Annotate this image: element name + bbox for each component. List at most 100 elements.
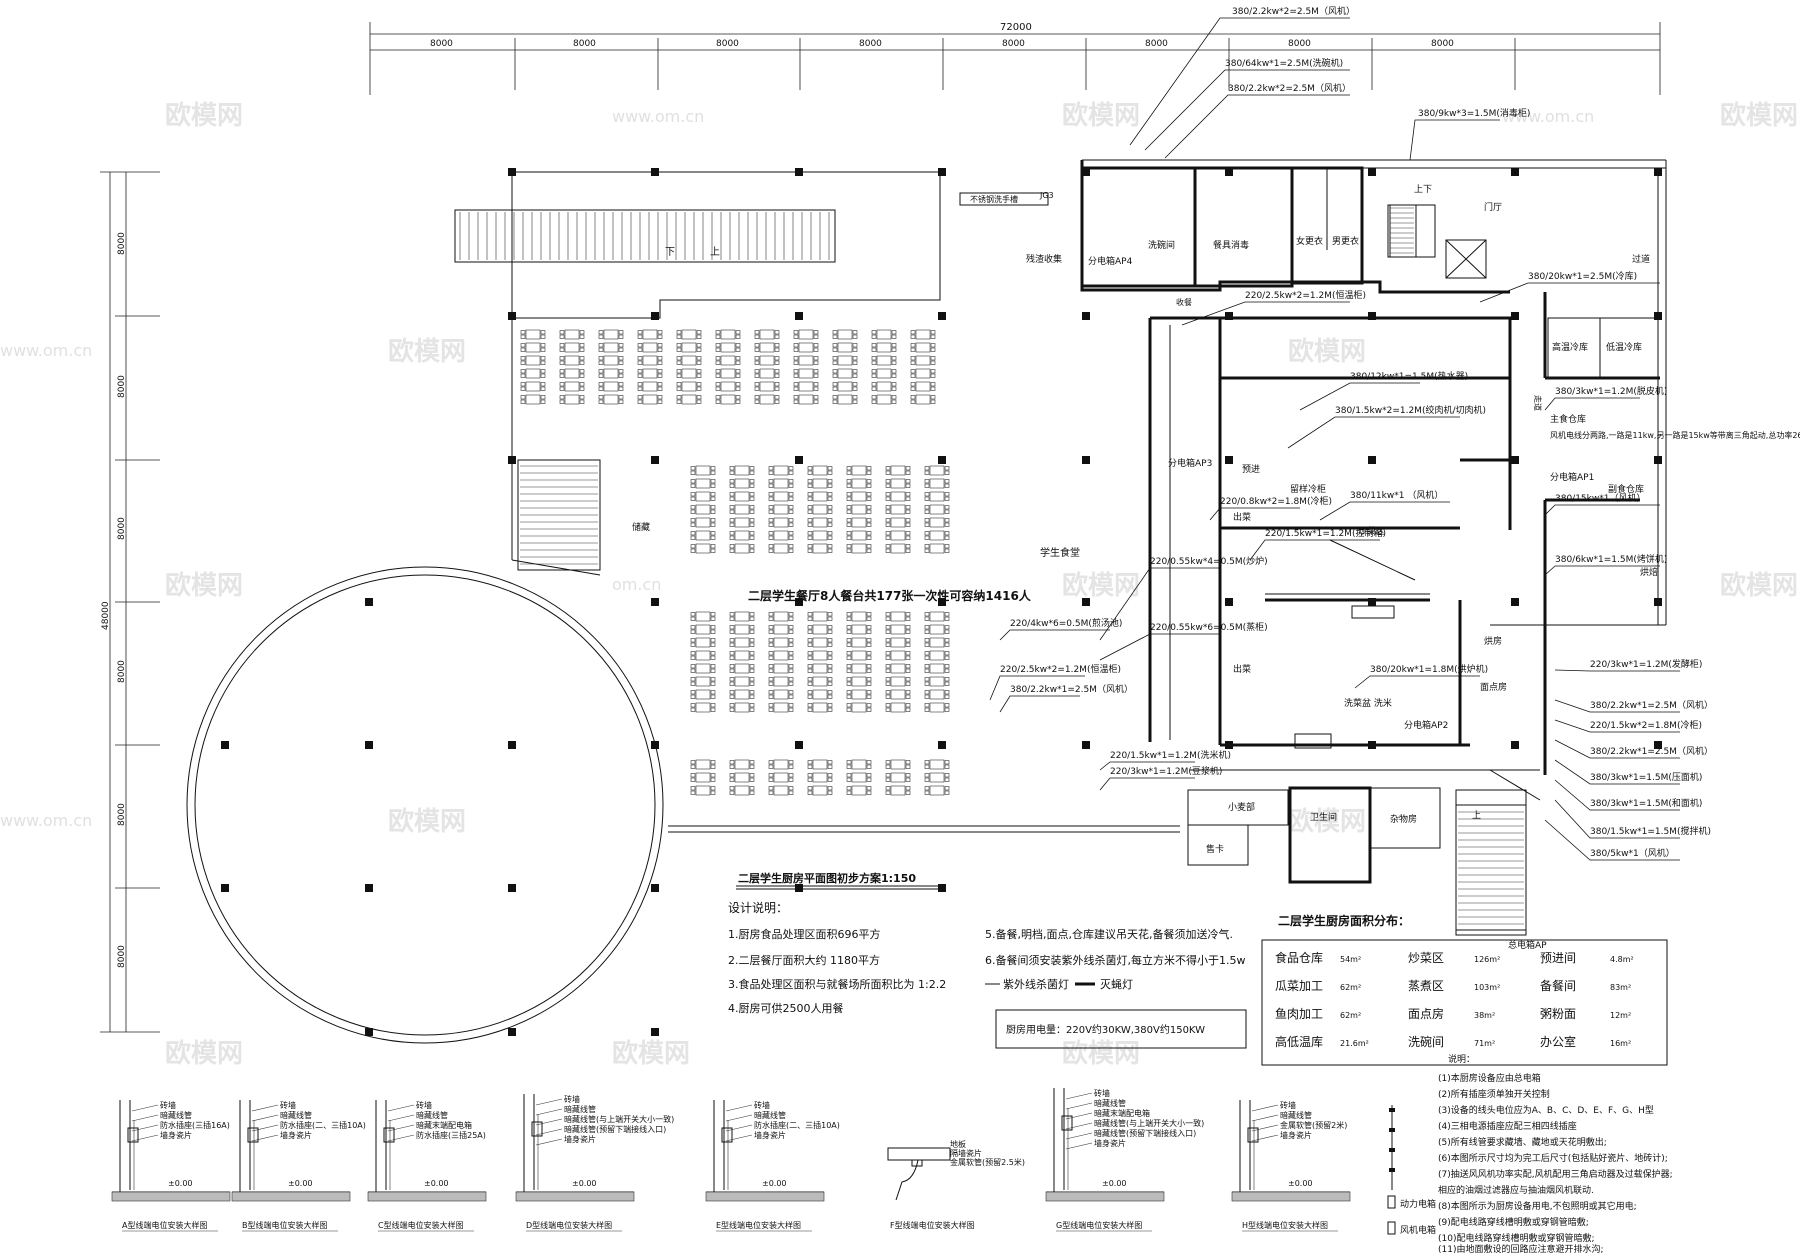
- detail-note: 砖墙: [416, 1100, 432, 1110]
- top-dimension: 72000 8000 8000 8000 8000 8000 8000 8000…: [369, 22, 1661, 95]
- callout: 380/11kw*1 （风机）: [1350, 489, 1443, 501]
- note-item: 6.备餐间须安装紫外线杀菌灯,每立方米不得小于1.5w: [985, 953, 1245, 967]
- explain-item: (7)抽送风风机功率实配,风机配用三角启动器及过载保护器;: [1438, 1168, 1673, 1180]
- table: [798, 355, 814, 366]
- column: [1511, 312, 1519, 320]
- column: [365, 598, 373, 606]
- detail-note: 暗藏线管: [564, 1104, 596, 1114]
- explain-item: (5)所有线管要求藏墙、藏地或天花明敷出;: [1438, 1136, 1607, 1148]
- table: [812, 465, 828, 476]
- callout: 380/5kw*1（风机）: [1590, 847, 1675, 859]
- column: [938, 884, 946, 892]
- column: [1654, 312, 1662, 320]
- column: [651, 1028, 659, 1036]
- table: [915, 355, 931, 366]
- callout: 380/20kw*1=1.8M(烘炉机): [1370, 663, 1488, 675]
- table: [734, 689, 750, 700]
- detail-note: 墙身瓷片: [1094, 1138, 1126, 1148]
- area-name: 炒菜区: [1408, 951, 1444, 965]
- table: [695, 611, 711, 622]
- table: [851, 650, 867, 661]
- note-item: 1.厨房食品处理区面积696平方: [728, 927, 881, 941]
- callout: 380/6kw*1=1.5M(烤饼机): [1555, 553, 1667, 565]
- cooking-line: [1265, 539, 1430, 749]
- callout: 380/1.5kw*2=1.2M(绞肉机/切肉机): [1335, 404, 1486, 416]
- table: [734, 611, 750, 622]
- column: [1368, 598, 1376, 606]
- area-name: 蒸煮区: [1408, 979, 1444, 993]
- watermark: 欧模网: [388, 336, 466, 367]
- detail-zero: ±0.00: [1102, 1179, 1127, 1188]
- dim-seg: 8000: [1145, 39, 1168, 49]
- table: [929, 676, 945, 687]
- table: [564, 342, 580, 353]
- table: [642, 368, 658, 379]
- detail-note: 暗藏线管: [1094, 1098, 1126, 1108]
- column: [651, 312, 659, 320]
- area-value: 12m²: [1610, 1011, 1631, 1020]
- room-label: 残渣收集: [1026, 253, 1062, 265]
- table: [890, 478, 906, 489]
- table: [603, 342, 619, 353]
- table: [851, 772, 867, 783]
- table: [929, 478, 945, 489]
- table: [734, 624, 750, 635]
- table: [734, 650, 750, 661]
- table: [876, 368, 892, 379]
- table: [915, 329, 931, 340]
- detail-title: G型线端电位安装大样图: [1056, 1220, 1142, 1230]
- table: [773, 517, 789, 528]
- column: [651, 741, 659, 749]
- table: [695, 624, 711, 635]
- callout-labels: 380/2.2kw*2=2.5M（风机） 380/64kw*1=2.5M(洗碗机…: [1000, 5, 1713, 859]
- watermark: om.cn: [612, 575, 661, 594]
- watermark: 欧模网: [165, 570, 243, 601]
- box-label: 分电箱AP4: [1088, 255, 1133, 267]
- table: [734, 772, 750, 783]
- detail-note: 暗藏线管: [754, 1110, 786, 1120]
- table: [681, 355, 697, 366]
- table: [773, 785, 789, 796]
- table: [759, 368, 775, 379]
- table: [812, 637, 828, 648]
- column: [365, 741, 373, 749]
- structural-columns: [221, 168, 1662, 1036]
- watermark: 欧模网: [612, 1038, 690, 1069]
- note-item: 4.厨房可供2500人用餐: [728, 1001, 844, 1015]
- table: [603, 355, 619, 366]
- table: [734, 702, 750, 713]
- table: [812, 624, 828, 635]
- table: [695, 663, 711, 674]
- dim-seg: 8000: [117, 375, 127, 398]
- dim-seg: 8000: [117, 945, 127, 968]
- table: [525, 329, 541, 340]
- table: [734, 785, 750, 796]
- table: [720, 342, 736, 353]
- area-value: 62m²: [1340, 1011, 1361, 1020]
- table: [734, 478, 750, 489]
- table: [876, 329, 892, 340]
- room-label: 炒菜区: [1358, 525, 1385, 537]
- room-labels: 不锈钢洗手槽 JG3 洗碗间 餐具消毒 女更衣 男更衣 门厅 上下 过道 残渣收…: [632, 184, 1800, 951]
- table: [681, 394, 697, 405]
- callout: 380/3kw*1=1.5M(和面机): [1590, 797, 1702, 809]
- table: [734, 530, 750, 541]
- area-name: 洗碗间: [1408, 1034, 1444, 1049]
- detail-note: 地板: [950, 1139, 966, 1149]
- table: [812, 650, 828, 661]
- dim-seg: 8000: [716, 39, 739, 49]
- table: [812, 772, 828, 783]
- table: [695, 530, 711, 541]
- table: [890, 772, 906, 783]
- table: [890, 650, 906, 661]
- detail-title: E型线端电位安装大样图: [716, 1220, 801, 1230]
- detail-note: 暗藏线管: [160, 1110, 192, 1120]
- table: [890, 624, 906, 635]
- table: [837, 394, 853, 405]
- explain-item: (3)设备的线头电位应为A、B、C、D、E、F、G、H型: [1438, 1104, 1654, 1116]
- area-name: 鱼肉加工: [1275, 1007, 1323, 1021]
- detail-note: 暗藏末端配电箱: [1094, 1108, 1150, 1118]
- table: [929, 785, 945, 796]
- area-name: 预进间: [1540, 951, 1576, 965]
